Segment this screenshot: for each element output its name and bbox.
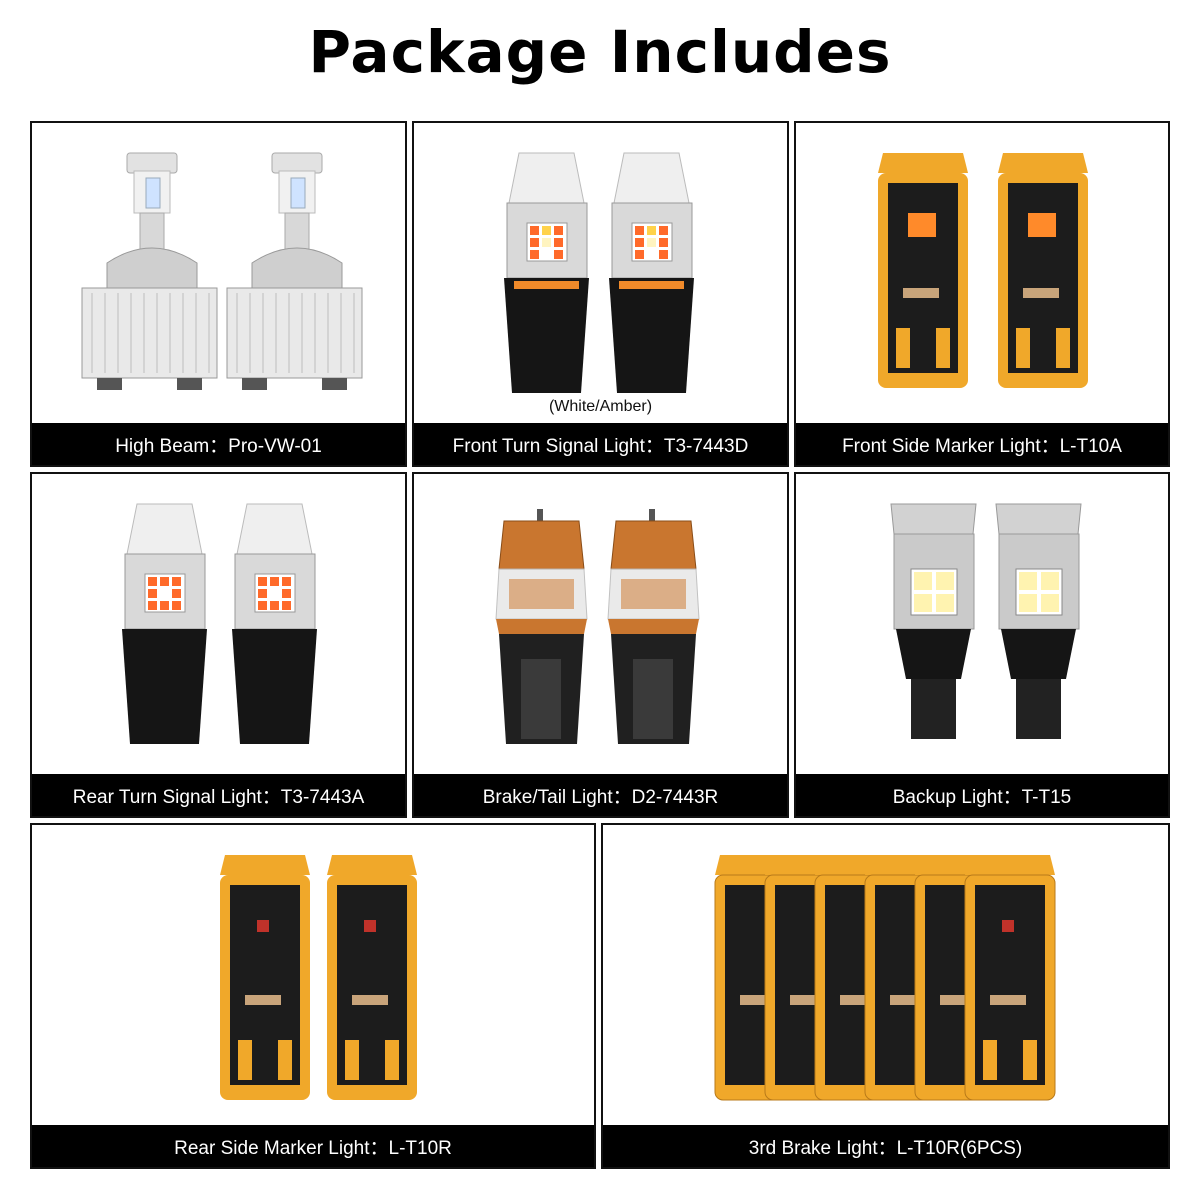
hid-bulb-right xyxy=(226,152,363,390)
brake-bulb-left xyxy=(495,509,588,744)
caption-backup: Backup Light：T-T15 xyxy=(796,774,1168,816)
t10r-bulb-right xyxy=(327,855,417,1100)
rear-turn-bulb-right xyxy=(232,503,317,744)
d-series-hid-led-bulb-icon xyxy=(81,152,363,390)
t10-wedge-red-led-bulb-icon xyxy=(714,855,1056,1101)
t10r-six-pack xyxy=(714,855,1056,1101)
caption-front-turn-signal: Front Turn Signal Light：T3-7443D xyxy=(414,423,787,465)
panel-rear-turn-signal: Rear Turn Signal Light：T3-7443A xyxy=(30,472,407,818)
t10-bulb-right xyxy=(998,153,1088,388)
caption-rear-turn-signal: Rear Turn Signal Light：T3-7443A xyxy=(32,774,405,816)
panel-brake-tail: Brake/Tail Light：D2-7443R xyxy=(412,472,789,818)
page-title: Package Includes xyxy=(308,18,892,86)
caption-rear-side-marker: Rear Side Marker Light：L-T10R xyxy=(32,1125,594,1167)
turn-bulb-left xyxy=(504,152,589,393)
7443-amber-white-led-bulb-icon xyxy=(504,152,694,393)
color-note: (White/Amber) xyxy=(548,398,653,415)
hid-bulb-left xyxy=(81,152,218,390)
panel-high-beam: High Beam：Pro-VW-01 xyxy=(30,121,407,467)
t10r-bulb-left xyxy=(220,855,310,1100)
panel-rear-side-marker: Rear Side Marker Light：L-T10R xyxy=(30,823,596,1169)
7443-amber-led-bulb-icon xyxy=(122,503,317,744)
turn-bulb-right xyxy=(609,152,694,393)
t10-bulb-left xyxy=(878,153,968,388)
t10-wedge-red-led-bulb-icon xyxy=(220,855,417,1100)
rear-turn-bulb-left xyxy=(122,503,207,744)
caption-high-beam: High Beam：Pro-VW-01 xyxy=(32,423,405,465)
t10-wedge-amber-led-bulb-icon xyxy=(878,153,1088,388)
brake-bulb-right xyxy=(607,509,700,744)
7443-red-led-bulb-icon xyxy=(495,509,700,744)
t15-white-led-bulb-icon xyxy=(890,503,1082,739)
panel-front-turn-signal: (White/Amber) Front Turn Signal Light：T3… xyxy=(412,121,789,467)
caption-brake-tail: Brake/Tail Light：D2-7443R xyxy=(414,774,787,816)
caption-front-side-marker: Front Side Marker Light：L-T10A xyxy=(796,423,1168,465)
panel-front-side-marker: Front Side Marker Light：L-T10A xyxy=(794,121,1170,467)
panel-third-brake: 3rd Brake Light：L-T10R(6PCS) xyxy=(601,823,1170,1169)
panel-backup: Backup Light：T-T15 xyxy=(794,472,1170,818)
backup-bulb-right xyxy=(995,503,1082,739)
backup-bulb-left xyxy=(890,503,977,739)
caption-third-brake: 3rd Brake Light：L-T10R(6PCS) xyxy=(603,1125,1168,1167)
t10r-bulb-6 xyxy=(964,855,1056,1101)
